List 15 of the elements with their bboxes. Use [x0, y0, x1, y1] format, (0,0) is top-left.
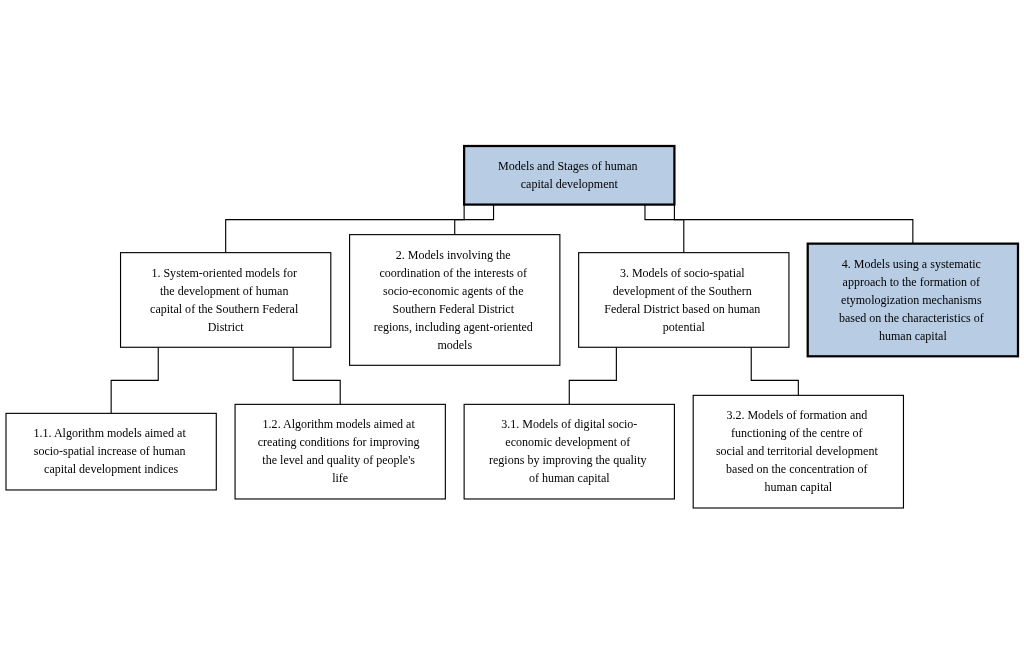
connector: [454, 204, 495, 236]
connector: [110, 346, 159, 414]
node-box: 3.2. Models of formation and functioning of the centre of social and territorial development based on the concentration of human capital: [692, 394, 905, 509]
connector: [568, 346, 617, 405]
node-box: 1.2. Algorithm models aimed at creating conditions for improving the level and quality of people's life: [234, 403, 446, 500]
connector: [750, 346, 799, 396]
node-box: 3. Models of socio-spatial development of the Southern Federal District based on human potential: [578, 252, 790, 348]
node-box: 3.1. Models of digital socio-economic development of regions by improving the quality of human capital: [463, 403, 675, 500]
connector: [644, 204, 685, 254]
connector: [292, 346, 341, 405]
node-box: 1. System-oriented models for the development of human capital of the Southern Federal District: [119, 252, 332, 348]
node-box: 2. Models involving the coordination of the interests of socio-economic agents of the Southern Federal District regions, including agent-oriented models: [349, 234, 561, 366]
node-box: 1.1. Algorithm models aimed at socio-spatial increase of human capital development indices: [5, 412, 217, 491]
node-box: Models and Stages of human capital development: [463, 144, 676, 206]
node-box: 4. Models using a systematic approach to the formation of etymologization mechanisms based on the characteristics of human capital: [806, 242, 1020, 358]
